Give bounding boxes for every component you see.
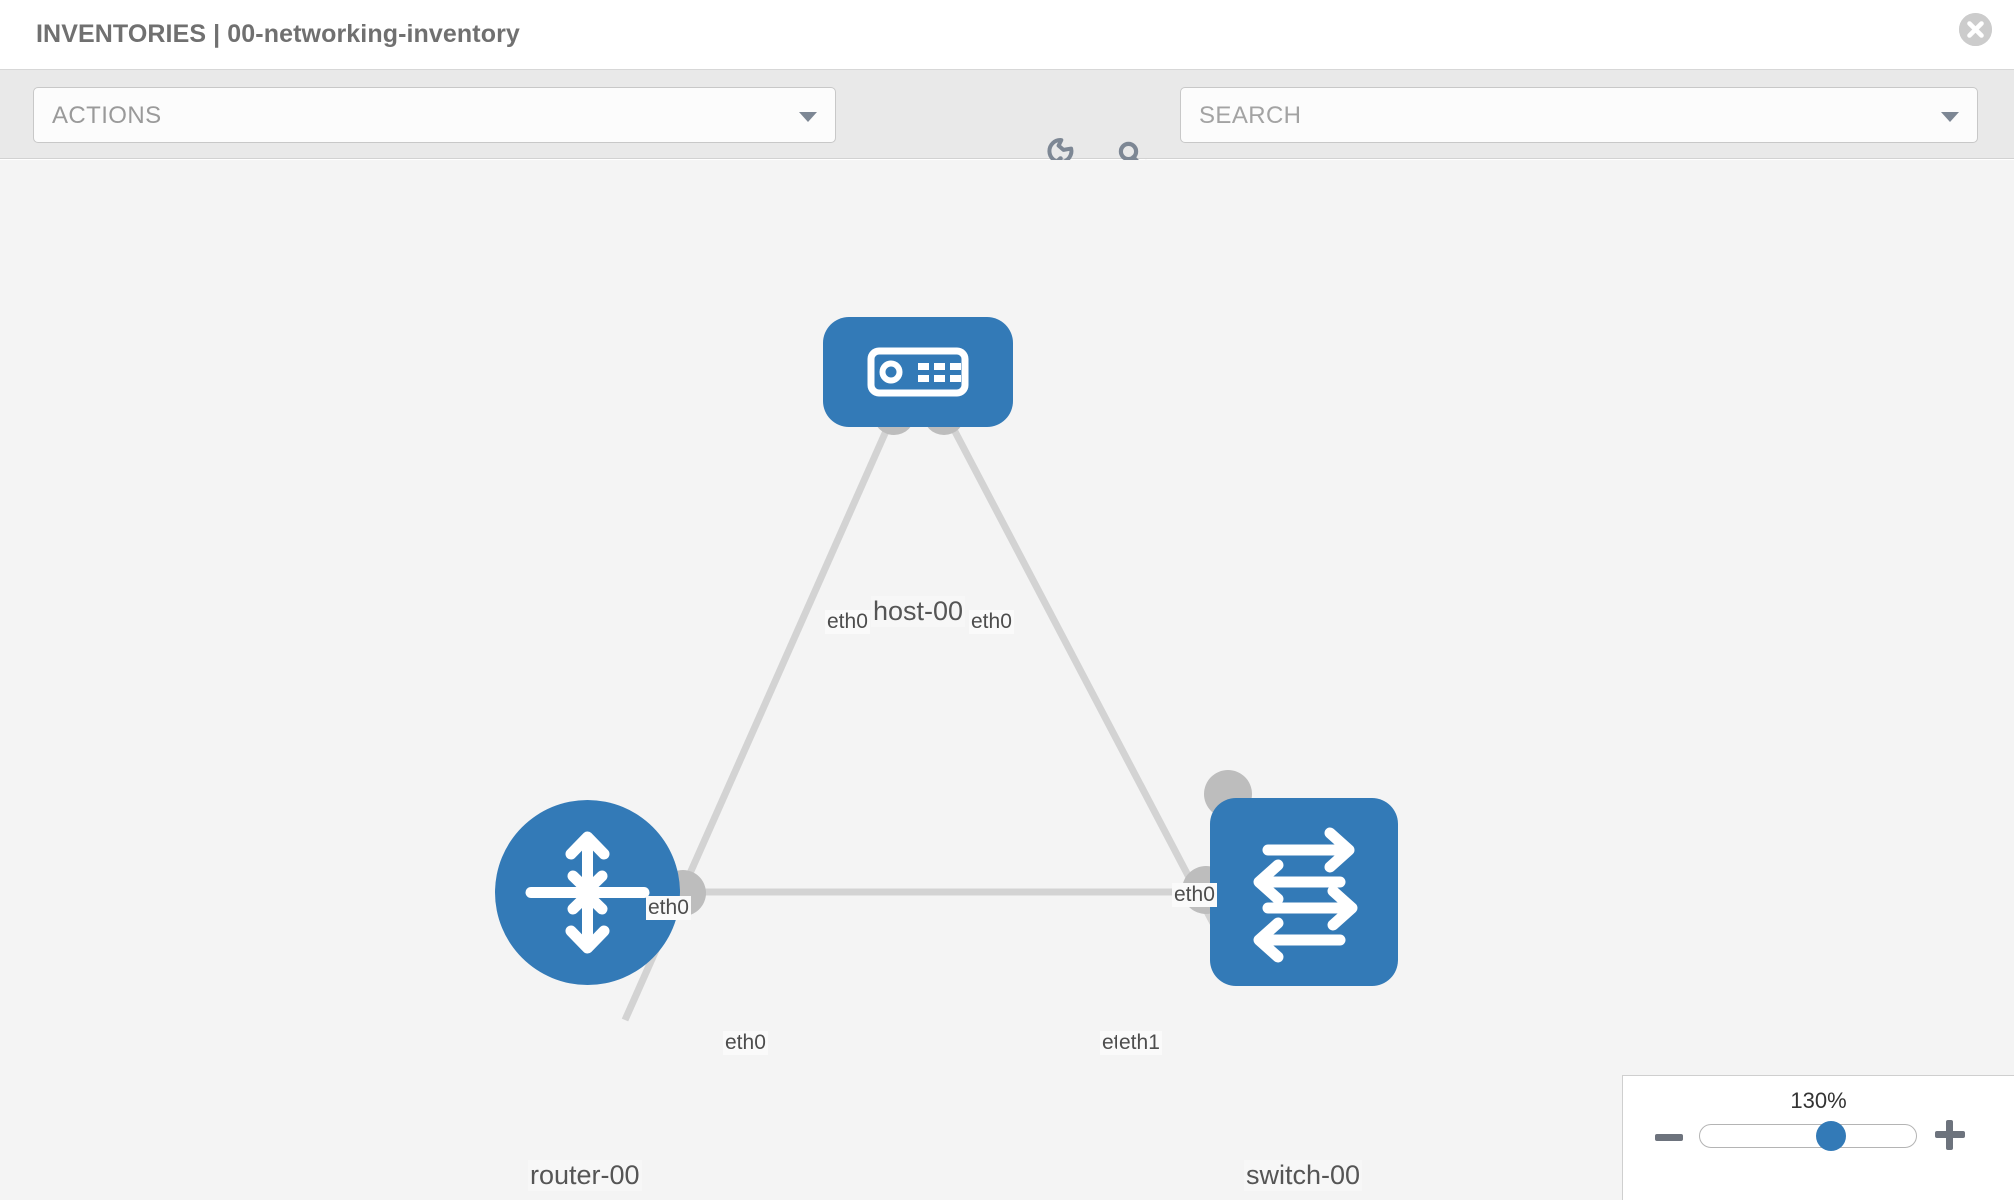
node-host-00[interactable]	[823, 317, 1013, 435]
port-label-host-right: eth0	[969, 610, 1014, 634]
port-label-host-left: eth0	[825, 610, 870, 634]
close-icon	[1959, 13, 1992, 46]
toolbar: ACTIONS SEARCH	[0, 70, 2014, 174]
router-icon	[525, 831, 650, 954]
search-input[interactable]: SEARCH	[1180, 87, 1978, 143]
port-label-router-up: eth0	[646, 896, 691, 920]
page-title: INVENTORIES | 00-networking-inventory	[36, 20, 520, 48]
port-label-switch-up: eth0	[1172, 883, 1217, 907]
node-router-00[interactable]	[495, 800, 706, 985]
host-node-shape[interactable]	[823, 317, 1013, 427]
router-node-shape[interactable]	[495, 800, 680, 985]
zoom-control-panel: 130%	[1622, 1075, 2014, 1200]
node-switch-00[interactable]	[1182, 770, 1398, 986]
zoom-slider-track[interactable]	[1699, 1121, 1917, 1151]
zoom-in-button[interactable]	[1935, 1120, 1965, 1150]
search-input-placeholder: SEARCH	[1199, 102, 1302, 129]
node-label-host-00: host-00	[871, 596, 966, 627]
page-header: INVENTORIES | 00-networking-inventory	[0, 0, 2014, 70]
close-button[interactable]	[1959, 13, 1992, 46]
zoom-out-button[interactable]	[1655, 1134, 1683, 1141]
port-label-switch-left-b: eth1	[1117, 1031, 1162, 1055]
switch-node-shape[interactable]	[1210, 798, 1398, 986]
actions-dropdown-label: ACTIONS	[52, 102, 162, 129]
server-icon	[867, 347, 969, 397]
topology-links	[621, 420, 1239, 1022]
chevron-down-icon	[1941, 112, 1959, 122]
zoom-level-value: 130%	[1790, 1088, 1847, 1113]
node-label-router-00: router-00	[528, 1160, 642, 1191]
zoom-slider-thumb[interactable]	[1815, 1121, 1846, 1151]
node-label-switch-00: switch-00	[1244, 1160, 1363, 1191]
chevron-down-icon	[799, 112, 817, 122]
actions-dropdown[interactable]: ACTIONS	[33, 87, 836, 143]
port-label-router-right: eth0	[723, 1031, 768, 1055]
topology-canvas[interactable]: eth0 host-00 eth0	[0, 160, 2014, 1200]
switch-icon	[1253, 827, 1358, 963]
